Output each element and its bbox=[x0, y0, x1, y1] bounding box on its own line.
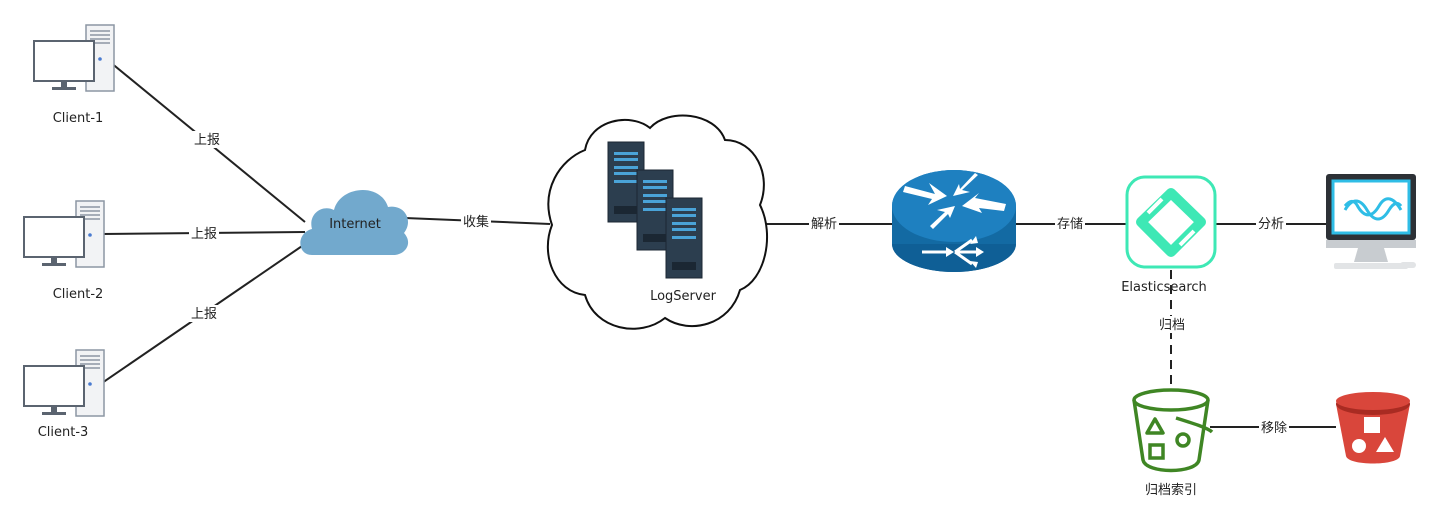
client-1-node: Client-1 bbox=[33, 24, 115, 126]
edge-label-client2: 上报 bbox=[191, 227, 217, 242]
client-2-node: Client-2 bbox=[23, 200, 105, 302]
edge-label-collect: 收集 bbox=[463, 214, 489, 230]
elasticsearch-icon bbox=[1125, 175, 1217, 269]
elasticsearch-node: Elasticsearch bbox=[1121, 175, 1217, 295]
desktop-computer-icon bbox=[23, 349, 105, 417]
edge-label-remove: 移除 bbox=[1261, 421, 1287, 436]
bucket-icon bbox=[1132, 388, 1214, 473]
server-rack-icon bbox=[607, 141, 703, 279]
archive-node: 归档索引 bbox=[1132, 388, 1214, 498]
router-node bbox=[892, 170, 1016, 272]
edge-labels: 上报 上报 上报 收集 解析 存储 分析 归档 移除 bbox=[189, 131, 1289, 436]
client-2-label: Client-2 bbox=[53, 287, 104, 302]
logserver-node: LogServer bbox=[546, 114, 768, 330]
cloud-icon bbox=[300, 190, 409, 256]
edge-label-parse: 解析 bbox=[811, 217, 837, 232]
elasticsearch-label: Elasticsearch bbox=[1121, 280, 1207, 295]
edge-label-analyze: 分析 bbox=[1258, 217, 1284, 232]
internet-label: Internet bbox=[329, 217, 381, 232]
logserver-label: LogServer bbox=[650, 289, 717, 304]
desktop-computer-icon bbox=[23, 200, 105, 268]
trash-node bbox=[1336, 392, 1410, 464]
delete-bucket-icon bbox=[1336, 392, 1410, 464]
edge-label-client3: 上报 bbox=[191, 307, 217, 322]
edge-label-archive: 归档 bbox=[1159, 318, 1185, 333]
client-3-node: Client-3 bbox=[23, 349, 105, 440]
edge-label-store: 存储 bbox=[1057, 217, 1083, 232]
internet-node: Internet bbox=[300, 190, 409, 256]
client-3-label: Client-3 bbox=[38, 425, 89, 440]
archive-label: 归档索引 bbox=[1145, 483, 1197, 498]
monitor-icon bbox=[1326, 174, 1416, 269]
client-1-label: Client-1 bbox=[53, 111, 104, 126]
monitor-node bbox=[1326, 174, 1416, 269]
router-icon bbox=[892, 170, 1016, 272]
edge-label-client1: 上报 bbox=[194, 133, 220, 148]
desktop-computer-icon bbox=[33, 24, 115, 92]
